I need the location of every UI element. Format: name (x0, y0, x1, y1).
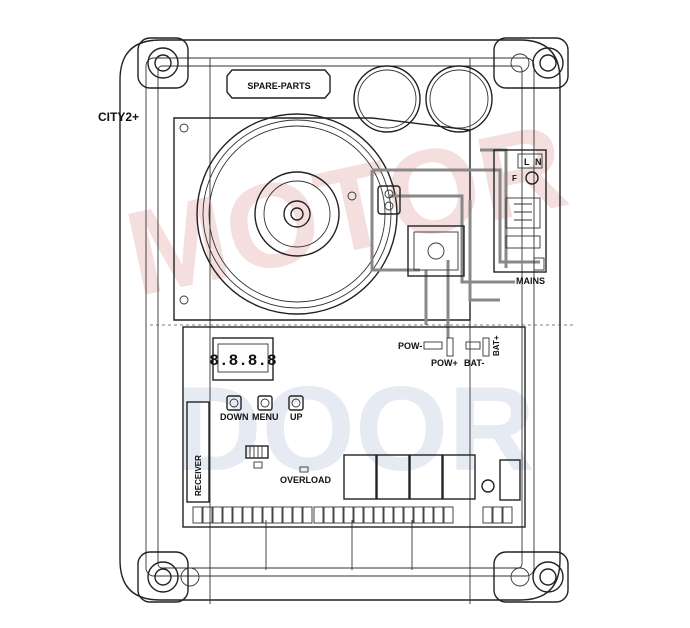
corner-screw-bottom-left (137, 551, 200, 603)
terminal-screw (302, 506, 313, 524)
terminal-strip (192, 506, 513, 524)
bat-plus-label: BAT+ (492, 335, 501, 356)
terminal-screw (242, 506, 253, 524)
transformer (196, 113, 398, 315)
terminal-screw (343, 506, 354, 524)
terminal-screw (383, 506, 394, 524)
terminal-screw (423, 506, 434, 524)
terminal-screw (292, 506, 303, 524)
terminal-screw (403, 506, 414, 524)
fuse (525, 171, 539, 185)
overload-label: OVERLOAD (280, 475, 332, 485)
pow-plus-label: POW+ (431, 358, 458, 368)
fuse-label: F (512, 174, 517, 183)
mains-terminal: L N F MAINS (493, 149, 547, 286)
display-value: 8.8.8.8 (209, 352, 276, 370)
terminal-screw (262, 506, 273, 524)
terminal-screw (492, 506, 503, 524)
enclosure (119, 39, 561, 604)
relay-bank (343, 454, 521, 501)
corner-screw-top-right (493, 37, 569, 89)
terminal-screw (272, 506, 283, 524)
seven-segment-display: 8.8.8.8 (209, 337, 277, 381)
spare-parts-plate: SPARE-PARTS (226, 69, 331, 99)
bat-minus-label: BAT- (464, 358, 484, 368)
terminal-screw (202, 506, 213, 524)
terminal-screw (323, 506, 334, 524)
terminal-screw (443, 506, 454, 524)
button-up[interactable]: UP (288, 395, 304, 422)
button-down-label: DOWN (220, 412, 249, 422)
receiver-slot: RECEIVER (186, 401, 210, 503)
overload-indicator: OVERLOAD (280, 466, 332, 485)
corner-screw-bottom-right (493, 551, 569, 603)
terminal-screw (252, 506, 263, 524)
terminal-screw (482, 506, 493, 524)
receiver-label: RECEIVER (194, 455, 203, 496)
power-connectors: POW- POW+ BAT- BAT+ (398, 335, 501, 368)
watermark-bottom: DOOR (175, 362, 535, 496)
button-menu-label: MENU (252, 412, 279, 422)
terminal-screw (393, 506, 404, 524)
terminal-screw (333, 506, 344, 524)
mains-label: MAINS (516, 276, 545, 286)
terminal-screw (212, 506, 223, 524)
terminal-screw (502, 506, 513, 524)
model-label: CITY2+ (98, 110, 139, 124)
watermark: MOTOR DOOR (115, 98, 578, 496)
terminal-n-label: N (535, 157, 542, 167)
terminal-screw (282, 506, 293, 524)
terminal-screw (192, 506, 203, 524)
terminal-screw (433, 506, 444, 524)
pow-minus-label: POW- (398, 341, 422, 351)
wiring (370, 148, 540, 338)
spare-parts-label: SPARE-PARTS (247, 81, 310, 91)
terminal-l-label: L (524, 157, 530, 167)
cable-gland-left (353, 65, 421, 133)
control-pcb (182, 326, 526, 528)
terminal-screw (222, 506, 233, 524)
button-menu[interactable]: MENU (252, 395, 279, 422)
corner-screw-top-left (137, 37, 189, 89)
button-down[interactable]: DOWN (220, 395, 249, 422)
terminal-screw (313, 506, 324, 524)
terminal-screw (363, 506, 374, 524)
terminal-screw (373, 506, 384, 524)
transformer-terminal-block (377, 185, 465, 277)
button-up-label: UP (290, 412, 303, 422)
dip-connector (245, 445, 269, 469)
terminal-screw (353, 506, 364, 524)
terminal-screw (413, 506, 424, 524)
terminal-screw (232, 506, 243, 524)
